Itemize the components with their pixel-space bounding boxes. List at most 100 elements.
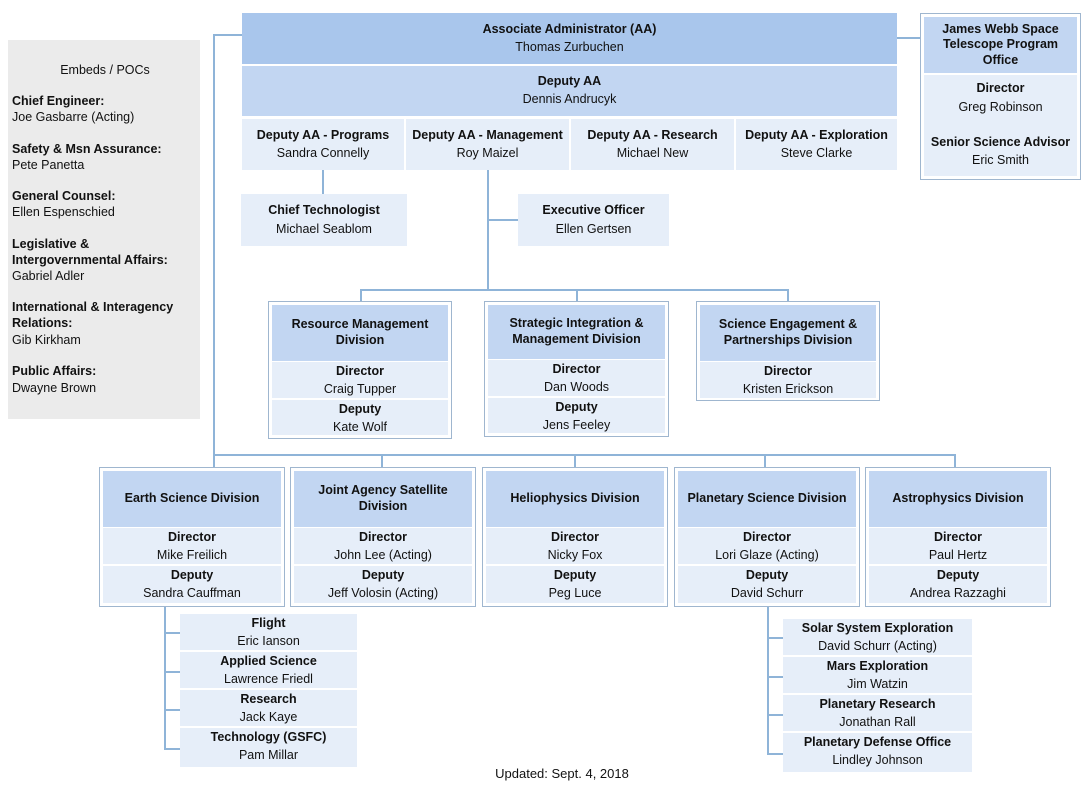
earth-sub-name: Jack Kaye [239,710,298,724]
deputy-name: Kate Wolf [333,420,387,434]
division-title-text: Astrophysics Division [892,491,1024,506]
chief-tech-name: Michael Seablom [276,221,372,236]
updated-date: Updated: Sept. 4, 2018 [495,766,629,781]
connector-planetary-sub-1 [767,637,783,639]
jwst-advisor-name: Eric Smith [972,153,1029,167]
aa-name: Thomas Zurbuchen [515,39,624,54]
deputy-label: Deputy [486,564,664,584]
exec-officer-title: Executive Officer [542,202,645,217]
poc-name: Pete Panetta [12,158,85,172]
director-label: Director [552,362,601,376]
poc-role: Chief Engineer: [12,94,105,108]
division-title-text: Joint Agency Satellite Division [318,483,448,513]
planetary-sub-name: Jonathan Rall [839,715,916,729]
director-name: Lori Glaze (Acting) [715,548,819,562]
connector-left-spine [213,34,215,468]
aa-title: Associate Administrator (AA) [482,21,657,36]
poc-role: General Counsel: [12,189,116,203]
poc-name: Ellen Espenschied [12,205,115,219]
connector-chief-tech [322,170,324,194]
connector-planetary-sub-3 [767,714,783,716]
joint-agency-satellite-division: Joint Agency Satellite Division Director… [290,467,476,607]
earth-sub-title: Flight [251,616,286,630]
connector-mgmt-bar [360,289,789,291]
connector-planetary-sub-spine [767,606,769,754]
division-title-text: Heliophysics Division [510,491,640,506]
heliophysics-division: Heliophysics Division Director Nicky Fox… [482,467,668,607]
resource-management-division: Resource Management Division Director Cr… [268,301,452,439]
director-label: Director [743,530,791,544]
chief-technologist-box: Chief Technologist Michael Seablom [241,194,407,246]
deputy-name: Jens Feeley [542,418,611,432]
connector-mgmt-spine [487,170,489,290]
connector-science-bar [213,454,956,456]
jwst-title: James Webb Space Telescope Program Offic… [924,17,1077,73]
planetary-sub-name: Jim Watzin [847,677,908,691]
deputy-title: Deputy AA - Management [412,127,563,142]
planetary-sub-programs: Solar System Exploration David Schurr (A… [783,619,972,772]
deputy-aa-name: Dennis Andrucyk [522,92,617,106]
deputy-aa-box: Deputy AA Dennis Andrucyk [242,66,897,116]
jwst-office-box: James Webb Space Telescope Program Offic… [920,13,1081,180]
poc-role: Legislative & Intergovernmental Affairs: [12,237,168,267]
embeds-pocs-panel: Embeds / POCs Chief Engineer: Joe Gasbar… [8,40,200,419]
earth-sub-name: Pam Millar [238,748,299,762]
deputy-management-box: Deputy AA - Management Roy Maizel [406,119,569,170]
director-label: Director [764,364,812,378]
division-roster: Director Dan Woods Deputy Jens Feeley [488,360,665,433]
director-label: Director [551,530,599,544]
division-roster: Director Paul Hertz Deputy Andrea Razzag… [869,528,1047,603]
deputy-name: Michael New [616,145,689,160]
earth-science-division: Earth Science Division Director Mike Fre… [99,467,285,607]
deputy-name: Steve Clarke [780,145,853,160]
connector-planetary-sub-2 [767,676,783,678]
connector-mgmt-drop-2 [576,289,578,302]
deputy-name: Roy Maizel [456,145,519,160]
planetary-sub-title: Planetary Defense Office [783,731,972,751]
connector-earth-sub-spine [164,606,166,749]
division-roster: Director Craig Tupper Deputy Kate Wolf [272,362,448,435]
deputy-label: Deputy [294,564,472,584]
deputy-name: Sandra Cauffman [143,586,241,600]
earth-sub-title: Technology (GSFC) [180,726,357,746]
jwst-director-name: Greg Robinson [958,100,1043,114]
poc-name: Joe Gasbarre (Acting) [12,110,135,124]
connector-sci-drop-3 [574,454,576,468]
deputy-title: Deputy AA - Programs [256,127,390,142]
connector-sci-drop-4 [764,454,766,468]
jwst-body [924,75,1077,176]
connector-mgmt-drop-1 [360,289,362,302]
deputy-exploration-box: Deputy AA - Exploration Steve Clarke [736,119,897,170]
deputy-label: Deputy [488,396,665,416]
poc-name: Gib Kirkham [12,333,81,347]
deputy-name: Peg Luce [548,586,602,600]
executive-officer-box: Executive Officer Ellen Gertsen [518,194,669,246]
deputy-label: Deputy [103,564,281,584]
deputy-aa-title: Deputy AA [537,74,602,89]
strategic-integration-division: Strategic Integration & Management Divis… [484,301,669,437]
division-title: Resource Management Division [272,305,448,361]
planetary-sub-name: David Schurr (Acting) [818,639,937,653]
poc-role: Public Affairs: [12,364,97,378]
deputy-name: Andrea Razzaghi [910,586,1006,600]
director-name: Craig Tupper [323,382,397,396]
connector-earth-sub-4 [164,748,180,750]
director-label: Director [934,530,982,544]
connector-mgmt-drop-3 [787,289,789,302]
connector-sci-drop-5 [954,454,956,468]
poc-role: Safety & Msn Assurance: [12,142,162,156]
jwst-advisor-label: Senior Science Advisor [930,135,1071,149]
deputy-title: Deputy AA - Research [587,127,718,142]
division-title: Joint Agency Satellite Division [294,471,472,527]
director-label: Director [168,530,216,544]
deputy-name: David Schurr [730,586,804,600]
earth-sub-name: Lawrence Friedl [224,672,313,686]
planetary-sub-name: Lindley Johnson [832,753,923,767]
division-title: Astrophysics Division [869,471,1047,527]
earth-sub-name: Eric Ianson [237,634,300,648]
connector-left-top [213,34,242,36]
division-title: Heliophysics Division [486,471,664,527]
planetary-sub-title: Planetary Research [783,693,972,713]
aa-box: Associate Administrator (AA) Thomas Zurb… [242,13,897,64]
planetary-sub-title: Solar System Exploration [801,621,954,635]
